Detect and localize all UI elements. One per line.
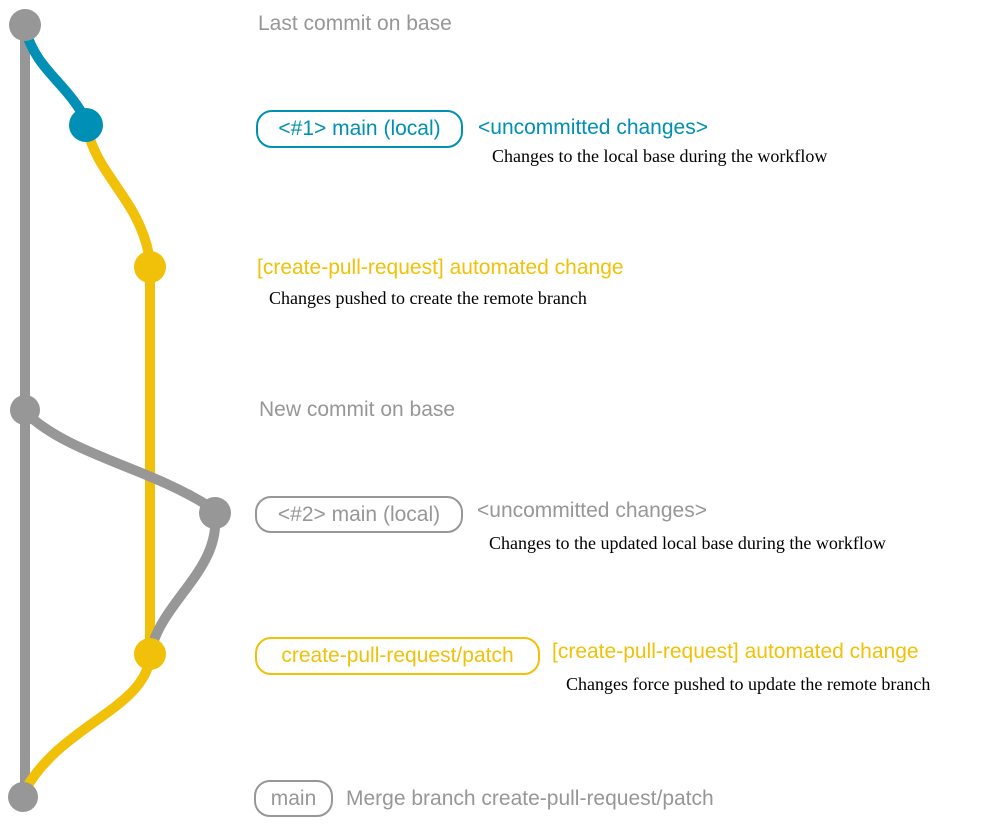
- local-main-branch-line-2: [21, 408, 220, 518]
- branch-badge-main-local-1: <#1> main (local): [256, 110, 463, 148]
- detail-local-base-changes-2: Changes to the updated local base during…: [489, 533, 886, 553]
- detail-local-base-changes-1: Changes to the local base during the wor…: [492, 146, 828, 166]
- patch-branch-line-upper: [82, 122, 155, 272]
- commit-dot-last-commit-on-base: [9, 9, 41, 41]
- detail-changes-force-pushed: Changes force pushed to update the remot…: [566, 674, 931, 694]
- local-main-to-patch-update-line: [146, 510, 221, 655]
- label-merge-branch: Merge branch create-pull-request/patch: [346, 787, 714, 810]
- commit-dot-uncommitted-changes-1: [69, 108, 103, 142]
- label-uncommitted-changes-1: <uncommitted changes>: [478, 116, 708, 139]
- branch-badge-main-local-2: <#2> main (local): [255, 496, 463, 533]
- local-main-branch-line-1: [20, 23, 91, 130]
- commit-dot-automated-change-1: [134, 251, 166, 283]
- label-last-commit-on-base: Last commit on base: [258, 12, 452, 35]
- commit-dot-merge-commit: [8, 782, 38, 812]
- branch-badge-create-pull-request-patch: create-pull-request/patch: [255, 637, 540, 675]
- label-automated-change-1: [create-pull-request] automated change: [257, 256, 624, 279]
- commit-dot-uncommitted-changes-2: [199, 497, 231, 529]
- commit-dot-new-commit-on-base: [10, 395, 40, 425]
- commit-dot-automated-change-2: [134, 638, 166, 670]
- detail-changes-pushed: Changes pushed to create the remote bran…: [269, 288, 587, 308]
- branch-badge-main: main: [254, 780, 333, 817]
- label-automated-change-2: [create-pull-request] automated change: [552, 640, 919, 663]
- label-uncommitted-changes-2: <uncommitted changes>: [477, 499, 707, 522]
- label-new-commit-on-base: New commit on base: [259, 398, 456, 421]
- patch-merge-line: [19, 653, 155, 797]
